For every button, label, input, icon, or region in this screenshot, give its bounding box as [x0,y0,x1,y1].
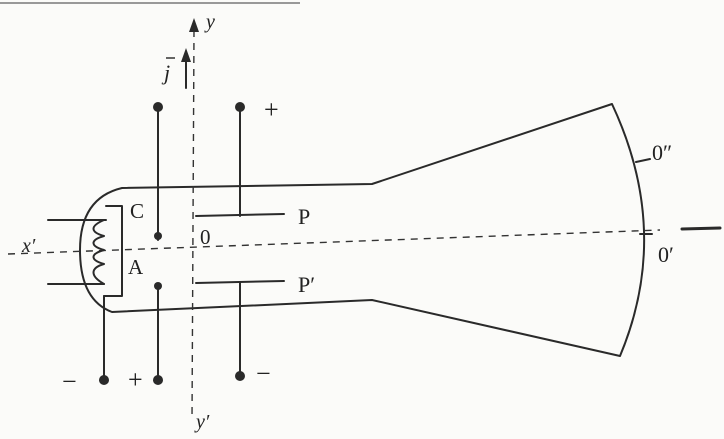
j-vector-arrow-icon [181,48,191,62]
x-axis-dashed [7,229,661,255]
label-plate-bottom: P′ [298,272,315,297]
y-axis-dashed [191,29,195,421]
screen-tick-deflected [635,158,651,163]
label-anode: A [128,255,144,279]
heater-terminal [99,375,109,385]
label-screen-point: 0′ [658,242,674,267]
label-plus-anode: + [128,365,143,394]
label-minus-bottom: − [256,359,271,388]
cathode-terminal [153,102,163,112]
plate-top [195,213,285,217]
label-minus-heater: − [62,367,77,396]
anode-terminal [153,375,163,385]
label-j-vector: j [161,60,170,85]
heater-coil-icon [92,219,105,285]
label-plate-top: P [298,204,310,229]
label-y-prime: y′ [194,411,210,433]
x-axis-arrow-stub [680,226,722,231]
label-origin: 0 [200,225,211,249]
label-plus-top: + [264,95,279,124]
plate-bottom-terminal [235,371,245,381]
plate-top-terminal [235,102,245,112]
label-y-axis: y [204,11,215,33]
cathode-tip [154,232,162,240]
y-axis-arrow-icon [189,18,199,32]
label-x-prime: x′ [21,235,36,257]
cathode-cup [103,205,123,297]
tube-outline [79,103,646,357]
label-screen-point-deflected: 0″ [652,140,672,165]
label-cathode: C [130,199,144,223]
anode-tip [154,282,162,290]
